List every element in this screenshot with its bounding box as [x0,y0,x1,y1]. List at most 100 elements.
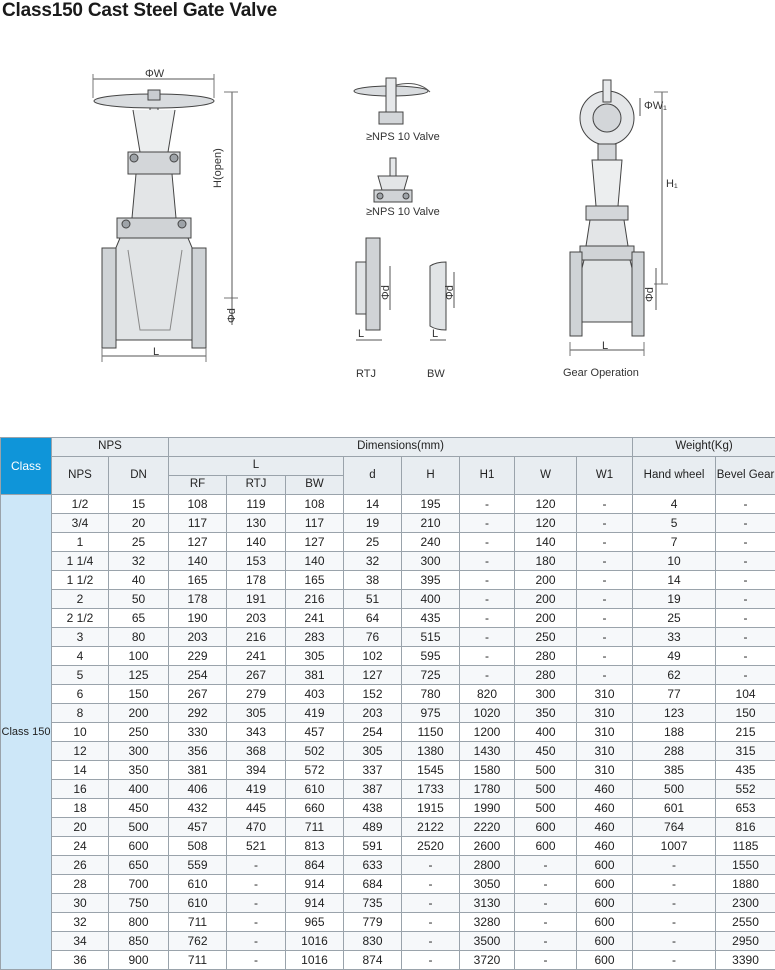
table-cell: - [715,608,775,628]
table-cell: 127 [343,665,402,685]
table-cell: 241 [226,646,286,666]
table-cell: 49 [632,646,717,666]
header-class: Class [0,437,52,495]
table-cell: 1733 [401,779,460,799]
table-cell: 450 [514,741,577,761]
table-cell: 203 [343,703,402,723]
table-cell: 2300 [715,893,775,913]
table-cell: 241 [285,608,344,628]
table-cell: 460 [575,779,634,799]
table-cell: 191 [226,589,286,609]
dim-label-bw-l: L [432,328,439,340]
caption-nps10-valve-a: ≥NPS 10 Valve [366,131,440,143]
table-cell: 343 [226,722,286,742]
table-cell: 489 [343,817,402,837]
table-cell: 400 [401,589,460,609]
table-cell: 32 [51,912,109,932]
table-cell: 600 [575,874,634,894]
bw-end-detail [429,261,455,341]
table-cell: 20 [108,513,169,533]
table-cell: 300 [401,551,460,571]
table-cell: 653 [715,798,775,818]
table-cell: 750 [108,893,169,913]
table-cell: 1990 [459,798,515,818]
table-cell: - [514,874,577,894]
table-cell: 368 [226,741,286,761]
page-title: Class150 Cast Steel Gate Valve [2,0,277,21]
table-cell: 820 [459,684,515,704]
table-cell: - [226,950,286,970]
table-cell: - [575,532,634,552]
table-cell: 250 [514,627,577,647]
table-cell: 965 [285,912,344,932]
table-cell: 874 [343,950,402,970]
table-cell: 600 [514,836,577,856]
table-cell: 457 [285,722,344,742]
table-cell: 279 [226,684,286,704]
caption-rtj: RTJ [356,368,376,380]
nps10-yoke-detail [373,157,413,203]
table-cell: 1150 [401,722,460,742]
table-cell: 40 [108,570,169,590]
table-cell: 1550 [715,855,775,875]
table-cell: 2220 [459,817,515,837]
table-cell: 250 [108,722,169,742]
table-cell: - [226,931,286,951]
table-cell: - [632,893,717,913]
table-cell: 240 [401,532,460,552]
table-cell: 460 [575,798,634,818]
table-cell: 3390 [715,950,775,970]
table-cell: 150 [108,684,169,704]
table-cell: 150 [715,703,775,723]
table-cell: - [226,893,286,913]
table-cell: 780 [401,684,460,704]
table-cell: 28 [51,874,109,894]
table-cell: 127 [168,532,227,552]
table-cell: 5 [632,513,717,533]
table-cell: 6 [51,684,109,704]
table-cell: 600 [575,912,634,932]
dim-label-gear-l: L [602,340,609,352]
table-cell: 1 [51,532,109,552]
table-cell: 1545 [401,760,460,780]
table-cell: 125 [108,665,169,685]
table-cell: 508 [168,836,227,856]
table-cell: - [514,950,577,970]
table-cell: - [575,646,634,666]
table-cell: 178 [168,589,227,609]
table-cell: 610 [168,893,227,913]
table-cell: - [401,893,460,913]
table-cell: 305 [285,646,344,666]
table-cell: 450 [108,798,169,818]
table-cell: 216 [285,589,344,609]
table-cell: - [514,912,577,932]
table-cell: 600 [575,893,634,913]
table-cell: 20 [51,817,109,837]
table-cell: 51 [343,589,402,609]
table-cell: - [401,912,460,932]
table-cell: 1020 [459,703,515,723]
table-cell: 610 [168,874,227,894]
table-cell: 1780 [459,779,515,799]
table-cell: 4 [51,646,109,666]
table-cell: 610 [285,779,344,799]
dim-label-h-open: H(open) [212,148,224,188]
table-cell: - [575,551,634,571]
table-cell: 200 [514,608,577,628]
table-cell: 100 [108,646,169,666]
table-cell: 633 [343,855,402,875]
table-cell: 725 [401,665,460,685]
table-cell: 406 [168,779,227,799]
table-cell: - [575,513,634,533]
table-cell: - [715,513,775,533]
table-cell: - [514,931,577,951]
table-cell: 2122 [401,817,460,837]
table-cell: 254 [168,665,227,685]
table-cell: 394 [226,760,286,780]
